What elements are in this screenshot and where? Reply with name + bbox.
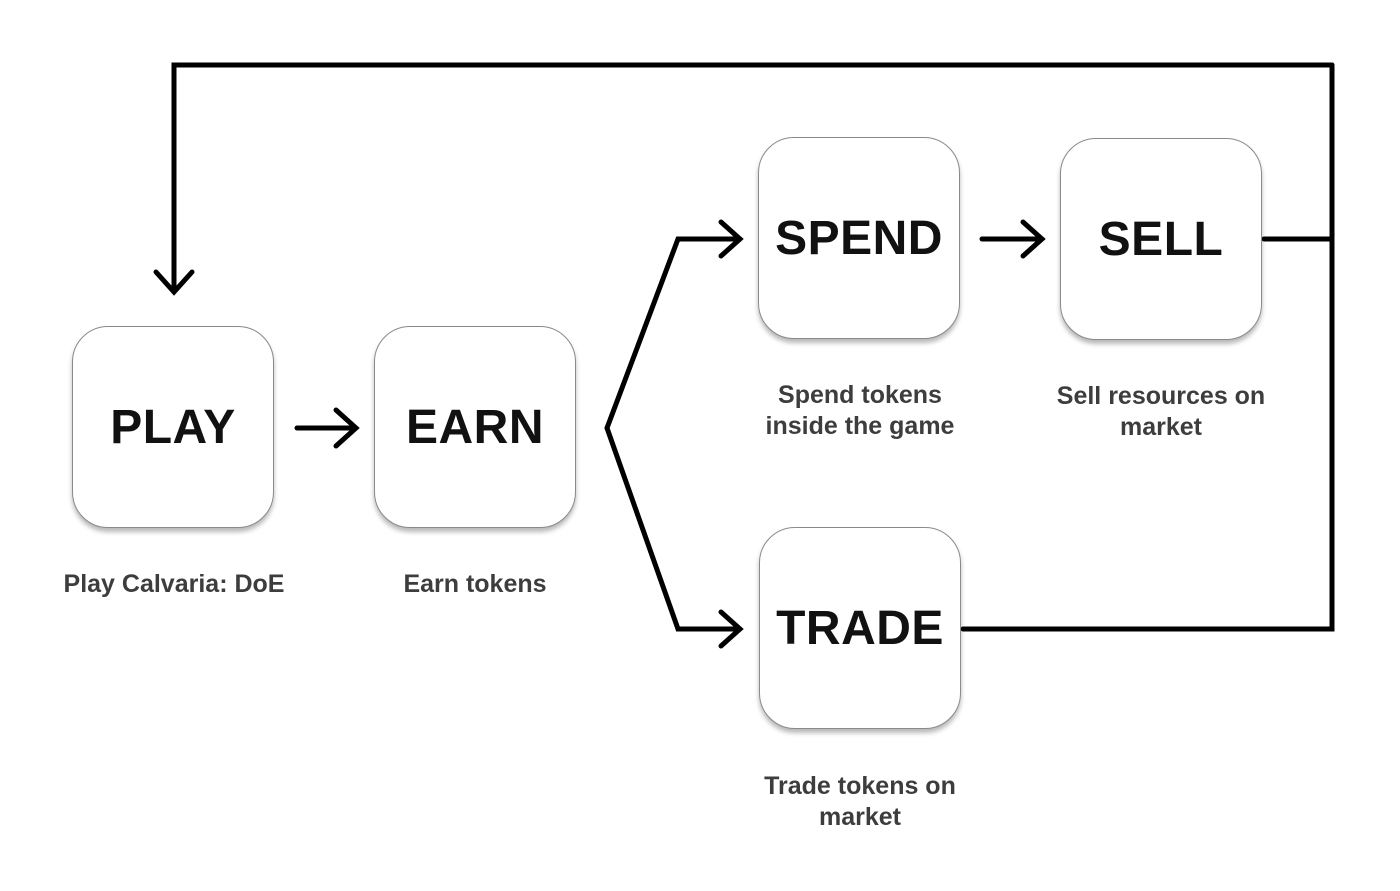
edge-earn-to-trade [604,425,744,649]
trade-caption: Trade tokens on market [764,772,956,831]
play-node: PLAY [72,326,274,528]
trade-node: TRADE [759,527,961,729]
spend-node: SPEND [758,137,960,339]
earn-node-label: EARN [405,400,544,454]
sell-caption: Sell resources on market [1056,382,1266,441]
spend-caption: Spend tokens inside the game [765,381,955,440]
sell-node-label: SELL [1098,212,1224,266]
earn-caption: Earn tokens [403,570,547,598]
edge-loop-to-play [153,62,1335,296]
edge-spend-to-sell [979,219,1046,259]
play-node-label: PLAY [110,400,236,454]
earn-node: EARN [374,326,576,528]
edge-play-to-earn [294,407,360,449]
trade-node-label: TRADE [776,601,944,655]
edge-earn-to-spend [604,219,744,431]
spend-node-label: SPEND [775,211,943,265]
play-caption: Play Calvaria: DoE [63,570,285,598]
sell-node: SELL [1060,138,1262,340]
edge-trade-to-loop [960,62,1335,632]
